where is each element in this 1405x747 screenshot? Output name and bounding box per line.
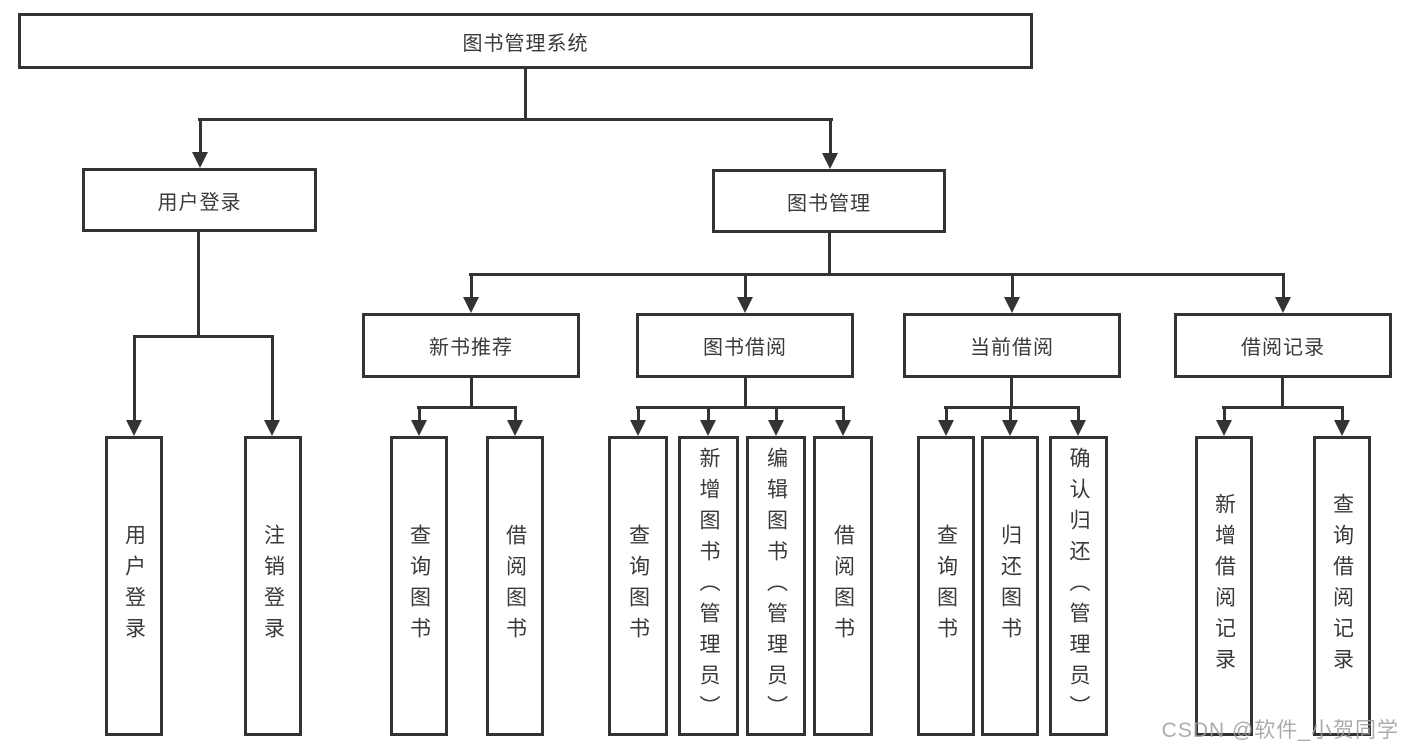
node-book-management: 图书管理 xyxy=(712,169,946,233)
connector-line xyxy=(417,406,517,409)
node-label: 查询图书 xyxy=(626,524,650,648)
connector-line xyxy=(944,406,1080,409)
arrow-down-icon xyxy=(822,121,838,169)
connector-line xyxy=(828,233,831,276)
arrow-down-icon xyxy=(835,409,851,436)
arrow-down-icon xyxy=(630,409,646,436)
connector-line xyxy=(524,69,527,121)
leaf-edit-book-admin: 编辑图书（管理员） xyxy=(746,436,806,736)
node-new-book-recommend: 新书推荐 xyxy=(362,313,580,378)
arrow-down-icon xyxy=(126,338,142,436)
node-label: 借阅记录 xyxy=(1241,337,1325,359)
node-label: 当前借阅 xyxy=(970,337,1054,359)
node-label: 图书管理系统 xyxy=(462,32,589,55)
arrow-down-icon xyxy=(1070,409,1086,436)
node-current-borrowing: 当前借阅 xyxy=(903,313,1121,378)
arrow-down-icon xyxy=(737,276,753,313)
leaf-query-books-current: 查询图书 xyxy=(917,436,975,736)
node-borrowing-records: 借阅记录 xyxy=(1174,313,1392,378)
node-label: 查询借阅记录 xyxy=(1330,493,1354,679)
node-label: 借阅图书 xyxy=(503,524,527,648)
connector-line xyxy=(1010,378,1013,409)
leaf-logout: 注销登录 xyxy=(244,436,302,736)
connector-line xyxy=(469,273,1285,276)
node-label: 确认归还（管理员） xyxy=(1067,446,1090,726)
leaf-borrow-books-recommend: 借阅图书 xyxy=(486,436,544,736)
arrow-down-icon xyxy=(938,409,954,436)
leaf-add-borrow-record: 新增借阅记录 xyxy=(1195,436,1253,736)
node-book-borrowing: 图书借阅 xyxy=(636,313,854,378)
arrow-down-icon xyxy=(1334,409,1350,436)
node-label: 注销登录 xyxy=(261,524,285,648)
leaf-query-books-recommend: 查询图书 xyxy=(390,436,448,736)
node-label: 用户登录 xyxy=(122,524,146,648)
node-label: 图书管理 xyxy=(787,192,871,215)
connector-line xyxy=(1281,378,1284,409)
node-label: 编辑图书（管理员） xyxy=(764,446,788,726)
arrow-down-icon xyxy=(463,276,479,313)
watermark-text: CSDN @软件_小贺同学 xyxy=(1161,719,1399,742)
node-label: 归还图书 xyxy=(998,524,1022,648)
leaf-return-books: 归还图书 xyxy=(981,436,1039,736)
node-label: 新书推荐 xyxy=(429,337,513,359)
leaf-user-login: 用户登录 xyxy=(105,436,163,736)
connector-line xyxy=(636,406,845,409)
leaf-query-borrow-record: 查询借阅记录 xyxy=(1313,436,1371,736)
leaf-borrow-books-borrowing: 借阅图书 xyxy=(813,436,873,736)
arrow-down-icon xyxy=(507,409,523,436)
arrow-down-icon xyxy=(768,409,784,436)
node-label: 借阅图书 xyxy=(831,524,855,648)
arrow-down-icon xyxy=(1216,409,1232,436)
connector-line xyxy=(470,378,473,409)
arrow-down-icon xyxy=(264,338,280,436)
node-label: 新增借阅记录 xyxy=(1212,493,1236,679)
node-label: 新增图书（管理员） xyxy=(697,446,720,726)
node-label: 用户登录 xyxy=(157,191,242,214)
arrow-down-icon xyxy=(1004,276,1020,313)
arrow-down-icon xyxy=(411,409,427,436)
arrow-down-icon xyxy=(192,121,208,168)
connector-line xyxy=(198,118,833,121)
connector-line xyxy=(744,378,747,409)
leaf-query-books-borrowing: 查询图书 xyxy=(608,436,668,736)
connector-line xyxy=(197,232,200,338)
connector-line xyxy=(133,335,274,338)
node-library-system: 图书管理系统 xyxy=(18,13,1033,69)
arrow-down-icon xyxy=(1275,276,1291,313)
leaf-add-book-admin: 新增图书（管理员） xyxy=(678,436,739,736)
node-user-login: 用户登录 xyxy=(82,168,317,232)
connector-line xyxy=(1222,406,1344,409)
arrow-down-icon xyxy=(700,409,716,436)
node-label: 图书借阅 xyxy=(703,337,787,359)
leaf-confirm-return-admin: 确认归还（管理员） xyxy=(1049,436,1108,736)
node-label: 查询图书 xyxy=(407,524,431,648)
arrow-down-icon xyxy=(1002,409,1018,436)
node-label: 查询图书 xyxy=(934,524,958,648)
